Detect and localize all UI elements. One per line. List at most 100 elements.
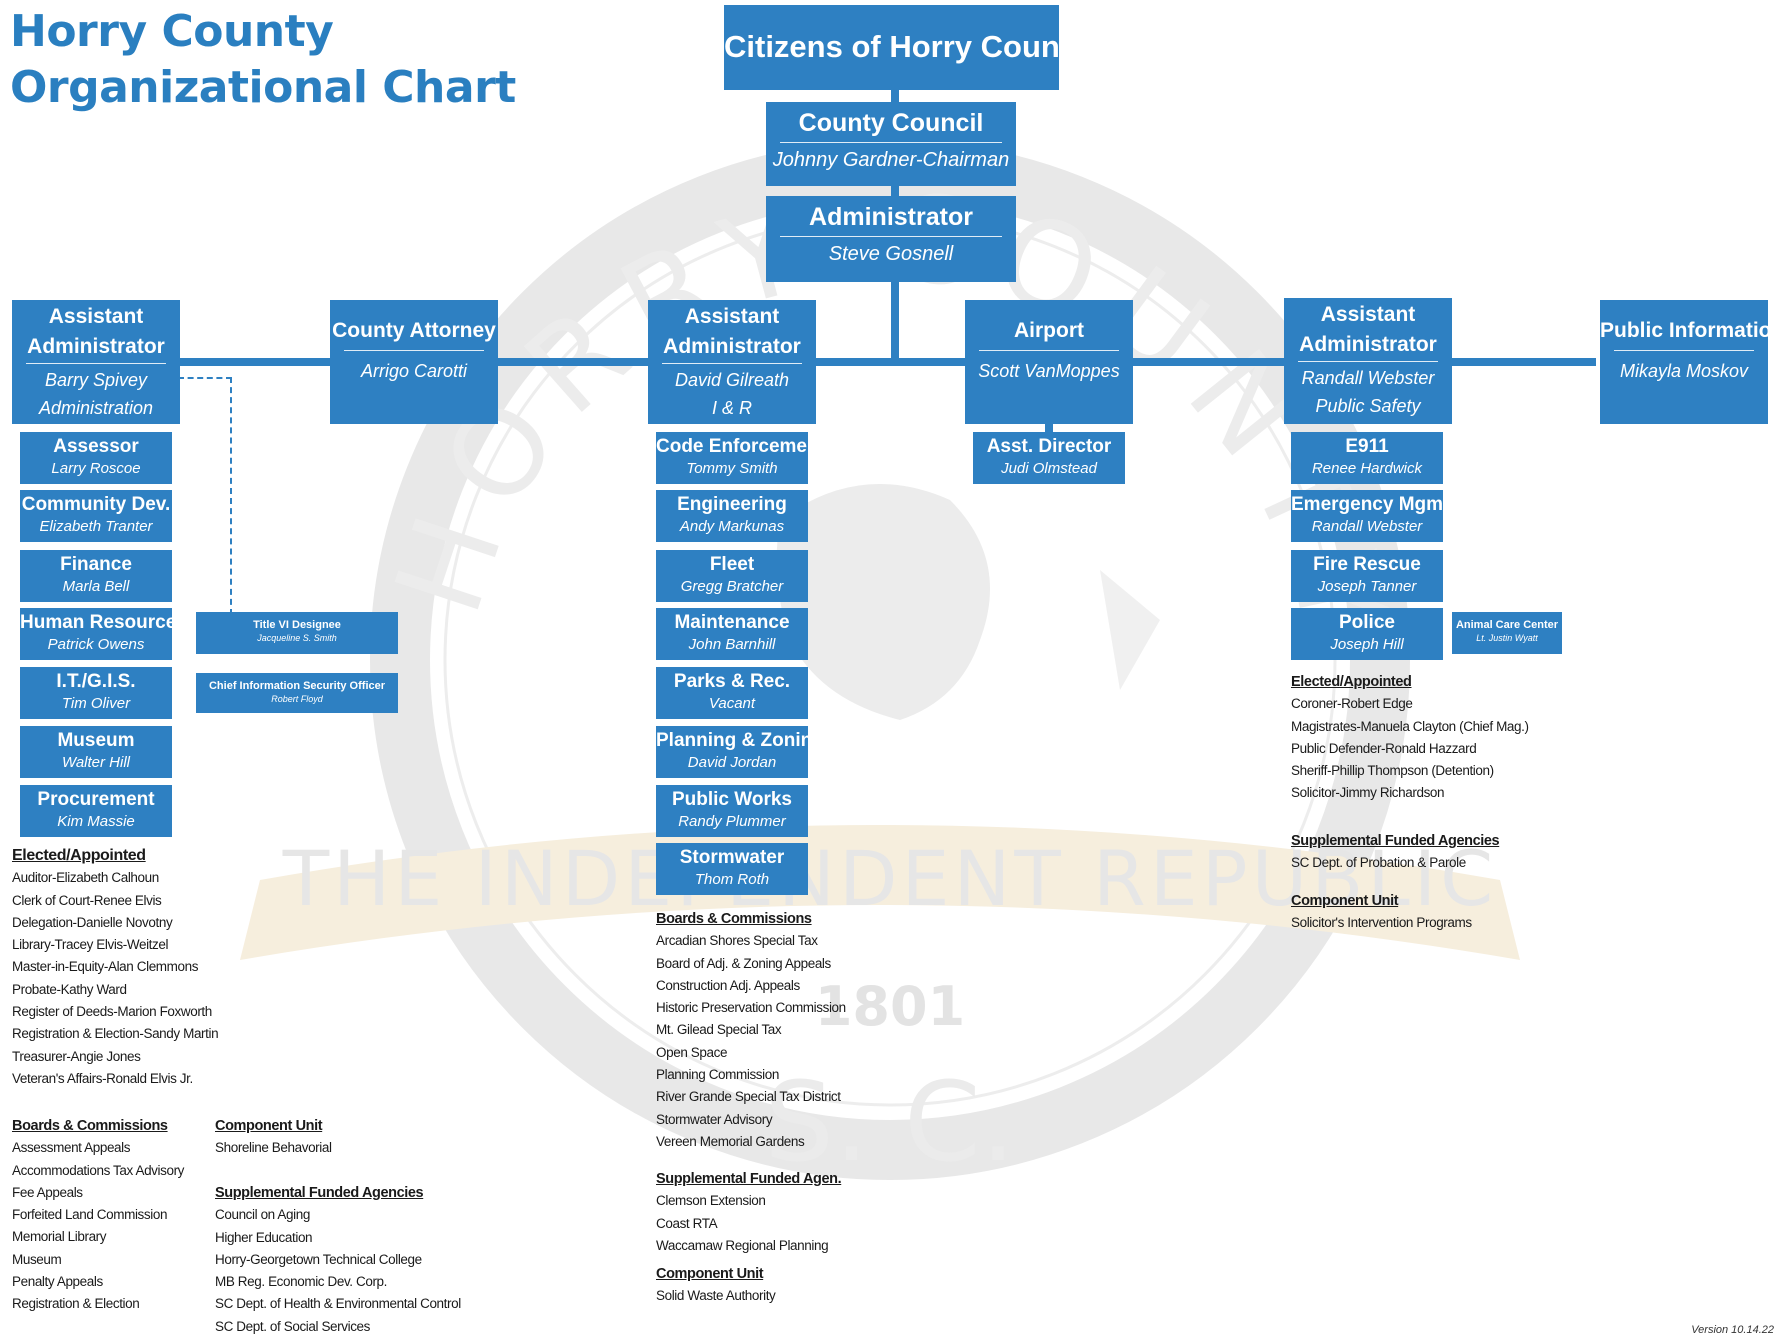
administrator-title: Administrator <box>809 203 973 231</box>
dept-title: Museum <box>57 730 135 751</box>
left-elected-heading: Elected/Appointed <box>12 847 146 864</box>
dept-box-museum: Museum Walter Hill <box>20 726 172 778</box>
list-item: Arcadian Shores Special Tax <box>656 933 818 949</box>
dept-head: Thom Roth <box>694 871 770 888</box>
airport-title: Airport <box>1014 319 1084 342</box>
dept-box-assessor: Assessor Larry Roscoe <box>20 432 172 484</box>
list-item: Historic Preservation Commission <box>656 1000 846 1016</box>
dept-head: Randy Plummer <box>678 813 786 830</box>
list-item: Public Defender-Ronald Hazzard <box>1291 740 1477 756</box>
list-item: SC Dept. of Social Services <box>215 1318 371 1334</box>
left-component-list: Component Unit Shoreline Behavorial <box>215 1115 332 1160</box>
dept-box-e911: E911 Renee Hardwick <box>1291 432 1443 484</box>
list-item: Open Space <box>656 1044 728 1060</box>
right-supplemental-heading: Supplemental Funded Agencies <box>1291 833 1500 849</box>
left-boards-list: Boards & Commissions Assessment Appeals … <box>12 1115 184 1316</box>
connector-airport-asst <box>1045 418 1053 432</box>
version-label: Version 10.14.22 <box>1691 1324 1774 1336</box>
spivey-name: Barry Spivey <box>44 370 148 390</box>
list-item: Magistrates-Manuela Clayton (Chief Mag.) <box>1291 718 1529 734</box>
webster-title2: Administrator <box>1299 333 1437 356</box>
list-item: Sheriff-Phillip Thompson (Detention) <box>1291 763 1494 779</box>
county-attorney-box: County Attorney Arrigo Carotti <box>330 300 498 424</box>
dept-head: Tommy Smith <box>686 460 778 477</box>
dept-title: Human Resources <box>20 612 187 633</box>
list-item: Memorial Library <box>12 1229 107 1245</box>
left-supplemental-heading: Supplemental Funded Agencies <box>215 1185 424 1201</box>
right-component-heading: Component Unit <box>1291 893 1399 909</box>
list-item: Treasurer-Angie Jones <box>12 1048 141 1064</box>
gilreath-title2: Administrator <box>663 335 801 358</box>
citizens-title: Citizens of Horry County <box>724 29 1088 64</box>
list-item: Registration & Election <box>12 1296 140 1312</box>
dept-title: Parks & Rec. <box>673 671 791 692</box>
dept-title: Fire Rescue <box>1313 554 1421 575</box>
list-item: Coroner-Robert Edge <box>1291 696 1413 712</box>
list-item: Auditor-Elizabeth Calhoun <box>12 870 159 886</box>
dept-box-fleet: Fleet Gregg Bratcher <box>656 550 808 602</box>
spivey-divider <box>26 363 166 364</box>
gilreath-divider <box>662 363 802 364</box>
dept-title: Engineering <box>677 494 787 515</box>
middle-supplemental-heading: Supplemental Funded Agen. <box>656 1171 842 1187</box>
ciso-box: Chief Information Security Officer Rober… <box>196 673 398 713</box>
right-elected-list: Elected/Appointed Coroner-Robert Edge Ma… <box>1291 671 1529 805</box>
list-item: Council on Aging <box>215 1207 310 1223</box>
dept-title: Public Works <box>671 789 792 810</box>
airport-box: Airport Scott VanMoppes <box>965 300 1133 424</box>
list-item: Library-Tracey Elvis-Weitzel <box>12 937 169 953</box>
gilreath-area: I & R <box>711 398 752 418</box>
list-item: Stormwater Advisory <box>656 1111 773 1127</box>
dept-head: Walter Hill <box>61 754 131 771</box>
list-item: Clerk of Court-Renee Elvis <box>12 892 162 908</box>
dept-title: Code Enforcement <box>656 436 825 457</box>
connector-citizens-council <box>891 90 899 106</box>
dept-title: Finance <box>60 554 132 575</box>
chart-title: Horry County Organizational Chart <box>10 4 516 116</box>
list-item: Clemson Extension <box>656 1193 766 1209</box>
connector-council-admin <box>891 184 899 196</box>
spivey-area: Administration <box>38 398 154 418</box>
gilreath-title1: Assistant <box>684 305 780 328</box>
list-item: Solid Waste Authority <box>656 1288 776 1304</box>
list-item: Master-in-Equity-Alan Clemmons <box>12 959 199 975</box>
ciso-name: Robert Floyd <box>271 694 323 704</box>
list-item: Planning Commission <box>656 1067 779 1083</box>
dept-box-community-dev: Community Dev. Elizabeth Tranter <box>20 490 172 542</box>
public-info-title: Public Information <box>1600 319 1780 342</box>
dept-head: Randall Webster <box>1311 518 1423 535</box>
list-item: Higher Education <box>215 1229 313 1245</box>
public-info-divider <box>1614 350 1754 351</box>
connector-admin-trunk <box>891 282 899 362</box>
county-council-box: County Council Johnny Gardner-Chairman <box>766 102 1016 186</box>
list-item: Board of Adj. & Zoning Appeals <box>656 955 831 971</box>
list-item: SC Dept. of Health & Environmental Contr… <box>215 1296 461 1312</box>
dept-title: Police <box>1339 612 1395 633</box>
attorney-divider <box>344 350 484 351</box>
attorney-title: County Attorney <box>332 319 496 342</box>
list-item: Construction Adj. Appeals <box>656 977 800 993</box>
list-item: Delegation-Danielle Novotny <box>12 914 173 930</box>
dept-box-maintenance: Maintenance John Barnhill <box>656 608 808 660</box>
council-title: County Council <box>798 109 984 137</box>
list-item: River Grande Special Tax District <box>656 1089 841 1105</box>
list-item: Solicitor-Jimmy Richardson <box>1291 785 1445 801</box>
list-item: SC Dept. of Probation & Parole <box>1291 855 1466 871</box>
dept-title: Stormwater <box>679 847 785 868</box>
chart-title-line2: Organizational Chart <box>10 62 516 113</box>
list-item: Solicitor's Intervention Programs <box>1291 915 1472 931</box>
webster-divider <box>1298 361 1438 362</box>
assistant-admin-gilreath-box: Assistant Administrator David Gilreath I… <box>648 300 816 424</box>
dept-title: Maintenance <box>674 612 790 633</box>
dept-box-it-gis: I.T./G.I.S. Tim Oliver <box>20 667 172 719</box>
list-item: Fee Appeals <box>12 1184 83 1200</box>
right-supplemental-list: Supplemental Funded Agencies SC Dept. of… <box>1291 830 1500 875</box>
dept-box-finance: Finance Marla Bell <box>20 550 172 602</box>
middle-boards-list: Boards & Commissions Arcadian Shores Spe… <box>656 908 846 1153</box>
administrator-divider <box>780 236 1002 237</box>
list-item: Mt. Gilead Special Tax <box>656 1022 782 1038</box>
dept-head: Vacant <box>708 695 756 712</box>
dept-title: Emergency Mgmt. <box>1291 494 1455 515</box>
left-boards-heading: Boards & Commissions <box>12 1118 168 1134</box>
dept-box-public-works: Public Works Randy Plummer <box>656 785 808 837</box>
